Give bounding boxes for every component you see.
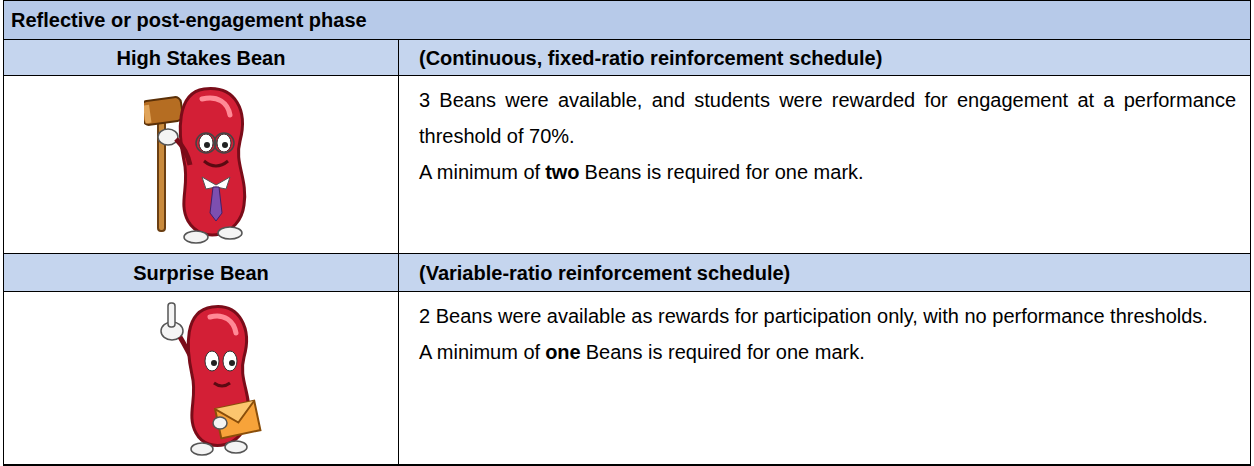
- table-cell: [3, 291, 399, 466]
- table-cell: (Variable-ratio reinforcement schedule): [398, 253, 1251, 292]
- body-text: 2 Beans were available as rewards for pa…: [419, 305, 1208, 327]
- schedule-heading: (Continuous, fixed-ratio reinforcement s…: [419, 46, 882, 70]
- table-cell: (Continuous, fixed-ratio reinforcement s…: [398, 39, 1251, 76]
- table: Reflective or post-engagement phase High…: [3, 0, 1251, 465]
- table-cell: Surprise Bean: [3, 253, 399, 292]
- body-text: 3 Beans were available, and students wer…: [419, 89, 1236, 147]
- schedule-heading: (Variable-ratio reinforcement schedule): [419, 261, 790, 285]
- gavel-bean-icon: [144, 81, 264, 251]
- body-text: Beans is required for one mark.: [585, 161, 864, 183]
- body-text: A minimum of: [419, 341, 540, 363]
- table-cell: [3, 75, 399, 254]
- row-heading: High Stakes Bean: [117, 46, 286, 70]
- body-text: Beans is required for one mark.: [586, 341, 865, 363]
- table-header-cell: Reflective or post-engagement phase: [3, 0, 1251, 40]
- envelope-bean-icon: [154, 297, 264, 462]
- bold-number: one: [545, 341, 581, 363]
- table-cell: 3 Beans were available, and students wer…: [398, 75, 1251, 254]
- row-heading: Surprise Bean: [133, 261, 269, 285]
- table-cell: 2 Beans were available as rewards for pa…: [398, 291, 1251, 466]
- body-text: A minimum of: [419, 161, 540, 183]
- bold-number: two: [545, 161, 579, 183]
- table-heading: Reflective or post-engagement phase: [11, 8, 367, 32]
- table-cell: High Stakes Bean: [3, 39, 399, 76]
